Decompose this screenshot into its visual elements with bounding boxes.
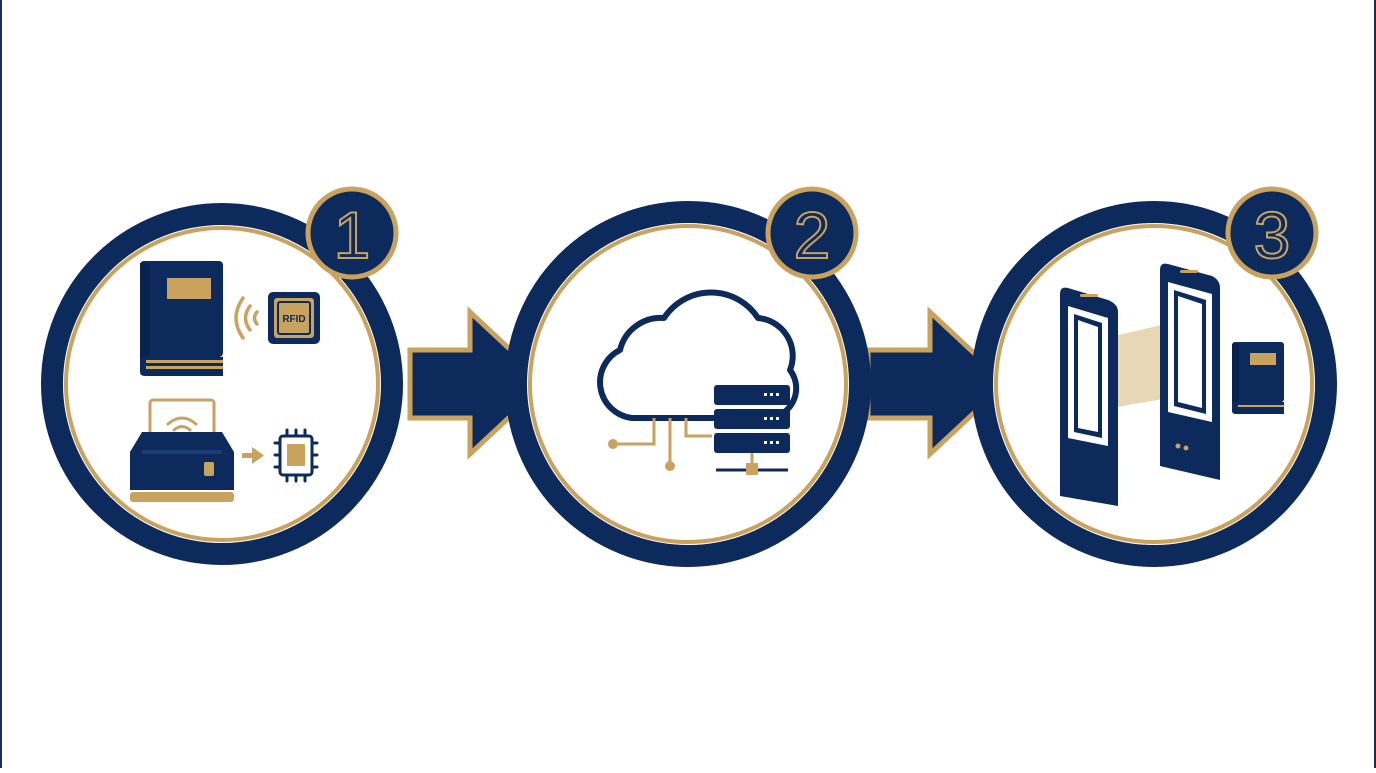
arrow-right-icon	[242, 447, 264, 464]
step-3-ring-inner	[994, 224, 1314, 544]
book-icon	[140, 261, 223, 376]
step-2-number-badge: 2	[765, 186, 859, 280]
security-gate-right-icon	[1160, 263, 1220, 480]
book-icon	[1232, 342, 1284, 414]
left-edge-line	[0, 0, 2, 768]
rfid-encoder-printer-icon	[130, 398, 234, 502]
flow-arrow-1-to-2	[407, 306, 550, 460]
chip-icon	[273, 428, 319, 483]
step-2-ring-inner	[528, 224, 848, 544]
signal-waves-icon	[234, 296, 259, 340]
step-3: 3	[971, 186, 1337, 567]
security-gate-left-icon	[1060, 287, 1118, 506]
network-nodes-icon	[608, 418, 712, 471]
step-1-number-badge: 1	[305, 186, 399, 280]
step-2-number: 2	[794, 198, 831, 272]
step-3-number-badge: 3	[1225, 186, 1319, 280]
step-3-number: 3	[1254, 198, 1291, 272]
flow-arrow-2-to-3	[865, 306, 1010, 460]
step-1: RFID	[41, 186, 403, 565]
rfid-tag-label: RFID	[282, 314, 305, 325]
step-1-number: 1	[334, 198, 371, 272]
step-1-ring-inner	[64, 226, 380, 542]
right-edge-line	[1374, 0, 1376, 768]
server-rack-icon	[714, 385, 790, 475]
rfid-tag-icon: RFID	[268, 292, 320, 344]
step-2: 2	[505, 186, 871, 567]
